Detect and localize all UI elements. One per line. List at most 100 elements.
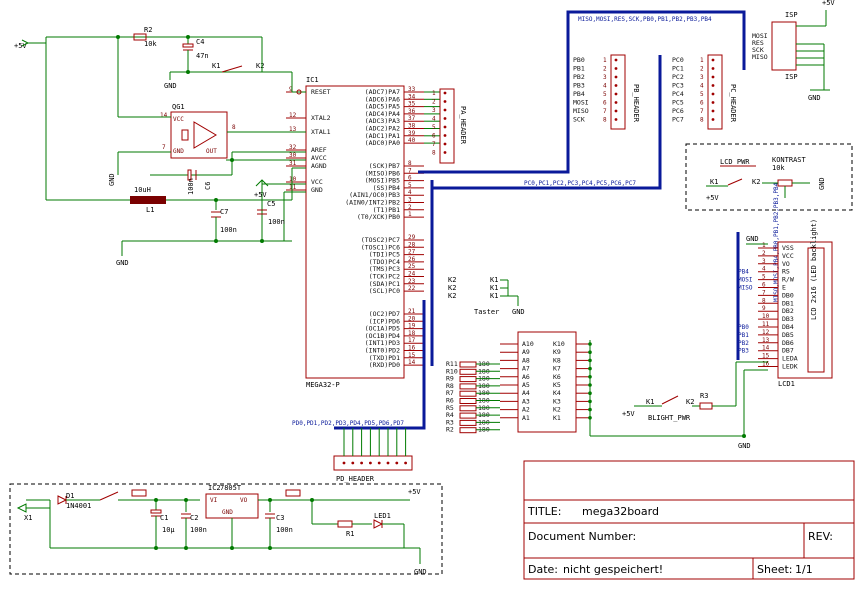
ic1-pin-num-26: 26 <box>408 256 416 263</box>
pc-pins-pin-dot <box>711 109 715 113</box>
lcd-pin-name-10: DB3 <box>782 315 794 323</box>
pd-header-pin-dot <box>369 461 372 465</box>
pd-header-pin-dot <box>386 461 390 465</box>
pb-pins-num-4: 4 <box>603 83 607 90</box>
ic1-pin-num-15: 15 <box>408 352 416 359</box>
pc-header-label: PC_HEADER <box>729 84 737 123</box>
pa-pins-num-7: 7 <box>432 141 436 148</box>
ic1-pin-num-32: 32 <box>289 144 297 151</box>
lcd-power-section: LCD_PWR K1 K2 +5V KONTRAST 10k GND <box>685 143 853 211</box>
d1-value: 1N4001 <box>66 502 91 510</box>
pd-header-pin-dot <box>342 461 346 465</box>
ic1-pin-num-21: 21 <box>408 308 416 315</box>
gnd-label-array: GND <box>738 442 751 450</box>
array-pin-a1: A1 <box>522 414 530 422</box>
resistor-r9 <box>459 376 477 383</box>
lcd-net-1: MOSI <box>738 277 753 284</box>
lcd-pin-name-15: LEDA <box>782 355 798 363</box>
pc-pins-pin-dot <box>711 84 715 87</box>
x1-designator: X1 <box>24 514 32 522</box>
qg1-out-pin: OUT <box>206 148 217 155</box>
lcd-pin-name-2: VCC <box>782 252 794 260</box>
ic1-pin-num-40: 40 <box>408 137 416 144</box>
resistor-label-r8: R8 <box>446 382 454 390</box>
pc-pins-pin-dot <box>711 118 715 121</box>
pb-pins-num-8: 8 <box>603 117 607 124</box>
k2-label-taster-2: K2 <box>448 284 456 292</box>
ic2-part-value: 7805T <box>220 484 242 492</box>
pa-pins-num-4: 4 <box>432 116 436 123</box>
c3-designator: C3 <box>276 514 284 522</box>
lcd-bus-label: MISO,MOSI,PB4,PB0,PB1,PB2,PB3,PB4 <box>773 182 780 302</box>
ic1-pin-name-18: (OC1B)PD4 <box>365 332 400 340</box>
c2-designator: C2 <box>190 514 198 522</box>
resistor-r6 <box>459 398 477 404</box>
array-pin-k8: K8 <box>553 356 561 364</box>
ic2-gnd-pin: GND <box>222 509 233 516</box>
lcd-pin-name-6: E <box>782 284 786 292</box>
resistor-r5 <box>459 405 477 412</box>
pa-header-label: PA_HEADER <box>459 106 467 145</box>
lcd-part-label: LCD 2x16 (LED backlight) <box>810 219 818 320</box>
taster-switch: K2 K2 K2 K1 K1 K1 GND Taster <box>448 276 525 316</box>
pb-pins-num-2: 2 <box>603 66 607 73</box>
lcd-pwr-label: LCD_PWR <box>720 158 750 166</box>
ic1-pin-name-30: AVCC <box>311 154 327 162</box>
pb-pins-label-5: PB4 <box>573 90 585 98</box>
kontrast-value: 10k <box>772 164 785 172</box>
lcd-designator: LCD1 <box>778 380 795 388</box>
resistor-label-r2: R2 <box>446 426 454 434</box>
pc-pins-num-5: 5 <box>700 91 704 98</box>
k1-label-blight: K1 <box>646 398 654 406</box>
pb-pins-label-1: PB0 <box>573 56 585 64</box>
ic1-pin-name-24: (TCK)PC2 <box>369 273 400 281</box>
ic1-pin-num-10: 10 <box>289 176 297 183</box>
k1-label-taster-2: K1 <box>490 284 498 292</box>
gnd-label-qg1: GND <box>108 173 116 186</box>
ic1-pin-name-2: (T1)PB1 <box>373 206 400 214</box>
pc-pins-num-6: 6 <box>700 100 704 107</box>
lcd-pin-num-9: 9 <box>762 305 766 312</box>
resistor-label-r5: R5 <box>446 404 454 412</box>
pc-pins-num-8: 8 <box>700 117 704 124</box>
ic1-pin-name-36: (ADC4)PA4 <box>365 110 400 118</box>
pa-pins-pin-dot <box>443 151 447 154</box>
pc-pins-label-2: PC1 <box>672 65 684 73</box>
resistor-r4 <box>459 412 477 419</box>
pb-pins-pin-dot <box>614 84 618 87</box>
c4-value: 47n <box>196 52 209 60</box>
plus5v-label-psu: +5V <box>408 488 421 496</box>
pa-pins-pin-dot <box>443 91 447 95</box>
qg1-pin-14: 14 <box>160 112 168 119</box>
c4-designator: C4 <box>196 38 204 46</box>
ic1-pin-name-28: (TOSC1)PC6 <box>361 243 400 251</box>
array-pin-a5: A5 <box>522 381 530 389</box>
ic1-pin-name-17: (INT1)PD3 <box>365 339 400 347</box>
lcd-pin-num-1: 1 <box>762 242 766 249</box>
k2-label-taster-1: K2 <box>448 276 456 284</box>
ic1-pin-num-4: 4 <box>408 189 412 196</box>
pb-pins-pin-dot <box>614 109 618 113</box>
array-pin-k7: K7 <box>553 365 561 373</box>
lcd-pin-num-6: 6 <box>762 282 766 289</box>
ic1-pin-name-14: (RXD)PD0 <box>369 361 400 369</box>
qg1-oscillator: QG1 VCC GND OUT 14 7 8 GND <box>108 35 306 186</box>
k2-label-blight: K2 <box>686 398 694 406</box>
ic1-pin-num-7: 7 <box>408 167 412 174</box>
pc-pins-pin-dot <box>711 67 715 70</box>
lcd-net-3: PB0 <box>738 324 749 331</box>
r1-designator: R1 <box>346 530 354 538</box>
ic2-designator: IC2 <box>208 484 221 492</box>
lcd-pin-name-7: DB0 <box>782 291 794 299</box>
date-value: nicht gespeichert! <box>563 563 663 576</box>
pc-pins-label-8: PC7 <box>672 116 684 124</box>
ic2-vo-pin: VO <box>240 497 248 504</box>
pd-header-pin-dot <box>360 461 363 465</box>
ic1-pin-name-38: (ADC2)PA2 <box>365 125 400 133</box>
ic1-part-value: MEGA32-P <box>306 381 340 389</box>
